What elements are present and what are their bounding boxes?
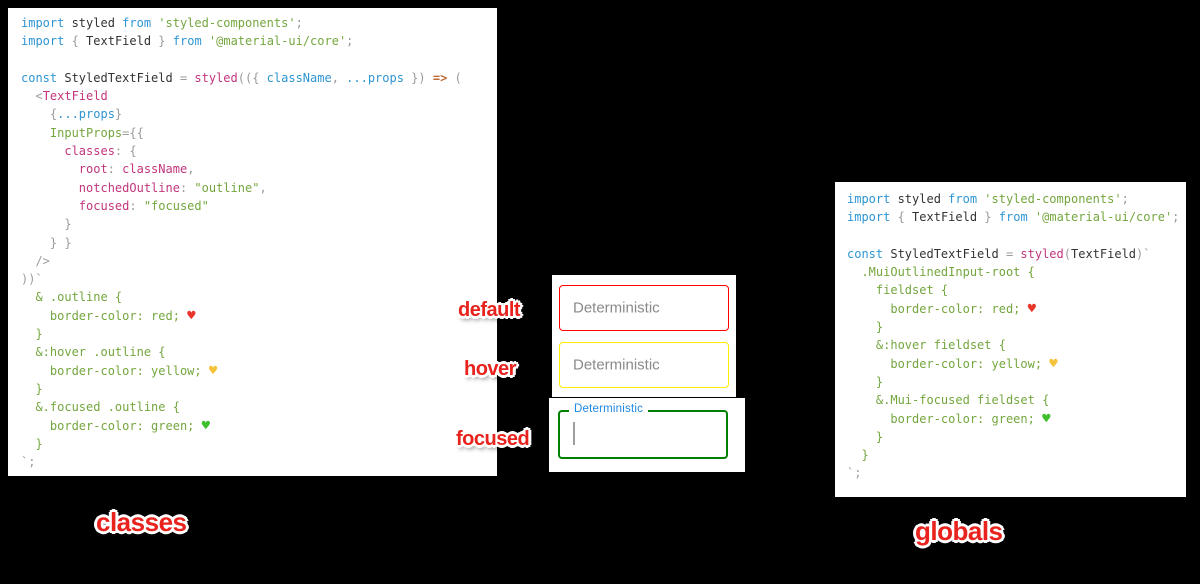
text-caret: [573, 422, 575, 445]
caption-globals: globals: [915, 516, 1003, 546]
code-line: } }: [21, 235, 72, 250]
code-line: />: [21, 253, 50, 268]
code-line: const StyledTextField = styled(({ classN…: [21, 70, 462, 85]
textfield-focused[interactable]: Deterministic: [558, 403, 728, 459]
code-line: &.focused .outline {: [21, 400, 180, 415]
code-line: &.Mui-focused fieldset {: [847, 393, 1050, 408]
code-line: import { TextField } from '@material-ui/…: [847, 210, 1180, 225]
code-line: &:hover fieldset {: [847, 338, 1006, 353]
code-line: &:hover .outline {: [21, 345, 166, 360]
annotation-default: default: [458, 299, 521, 321]
textfield-hover[interactable]: Deterministic: [559, 342, 729, 388]
code-line: [847, 227, 1186, 245]
textfield-hover-placeholder: Deterministic: [573, 356, 660, 374]
code-line: border-color: yellow; ♥: [847, 355, 1058, 372]
code-line: border-color: yellow; ♥: [21, 362, 218, 379]
code-line: focused: "focused": [21, 198, 209, 213]
code-line: `;: [847, 466, 862, 481]
code-line: }: [21, 327, 43, 342]
caption-classes: classes: [96, 507, 187, 537]
code-line: import { TextField } from '@material-ui/…: [21, 34, 354, 49]
code-line: `;: [21, 455, 36, 470]
code-line: .MuiOutlinedInput-root {: [847, 265, 1035, 280]
code-line: border-color: green; ♥: [847, 410, 1051, 427]
annotation-focused: focused: [456, 428, 530, 450]
code-line: }: [847, 429, 884, 444]
code-line: }: [847, 374, 884, 389]
annotation-hover: hover: [464, 358, 516, 380]
code-line: ))`: [21, 272, 43, 287]
code-line: }: [21, 217, 72, 232]
code-line: {...props}: [21, 107, 123, 122]
textfield-demo-panel: Deterministic Deterministic: [552, 275, 736, 397]
code-line: classes: {: [21, 144, 137, 159]
code-line: }: [21, 381, 43, 396]
code-line: import styled from 'styled-components';: [847, 192, 1129, 206]
code-line: & .outline {: [21, 290, 123, 305]
code-line: import styled from 'styled-components';: [21, 16, 303, 30]
code-line: border-color: red; ♥: [847, 300, 1037, 317]
textfield-default-placeholder: Deterministic: [573, 299, 660, 317]
code-line: fieldset {: [847, 283, 949, 298]
code-line: [21, 51, 497, 69]
code-panel-globals: import styled from 'styled-components'; i…: [835, 182, 1186, 497]
code-line: InputProps={{: [21, 125, 144, 140]
code-line: }: [847, 320, 884, 335]
textfield-default[interactable]: Deterministic: [559, 285, 729, 331]
code-line: border-color: green; ♥: [21, 417, 211, 434]
code-panel-classes: import styled from 'styled-components'; i…: [8, 8, 497, 476]
textfield-floating-label: Deterministic: [569, 403, 649, 415]
code-line: <TextField: [21, 89, 108, 104]
code-line: }: [21, 436, 43, 451]
code-line: root: className,: [21, 162, 195, 177]
textfield-focused-panel: Deterministic: [549, 398, 745, 472]
code-line: notchedOutline: "outline",: [21, 180, 267, 195]
code-line: const StyledTextField = styled(TextField…: [847, 246, 1151, 261]
code-line: }: [847, 448, 869, 463]
code-line: border-color: red; ♥: [21, 307, 196, 324]
